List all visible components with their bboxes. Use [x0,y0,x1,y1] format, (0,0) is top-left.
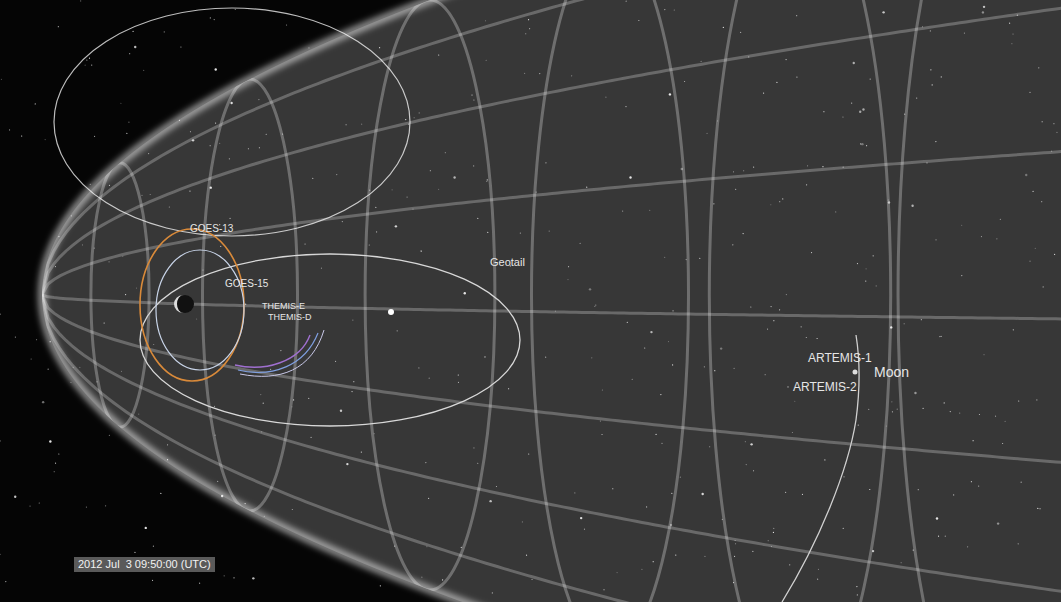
magnetopause-grid [42,0,1061,602]
grid-line [42,295,1061,319]
moon-label: Moon [874,365,909,379]
marker-dot [388,309,394,315]
star [94,136,95,137]
spacecraft-label: ARTEMIS-2 [793,381,857,393]
spacecraft-label: ARTEMIS-1 [808,352,872,364]
timestamp: 2012 Jul 3 09:50:00 (UTC) [74,557,215,572]
star [128,122,129,123]
grid-line [42,149,1061,295]
star [120,103,121,104]
star [0,440,1,441]
star [215,68,217,70]
star [85,65,86,66]
star [58,453,59,454]
star [252,577,254,579]
star [36,339,37,340]
grid-line [42,3,1061,295]
spacecraft-label: THEMIS-D [268,313,312,322]
grid-line [42,295,1061,597]
star [90,184,91,185]
star [86,506,87,507]
star [145,527,147,529]
star [15,336,16,337]
star [39,502,40,503]
star [89,58,90,59]
star [160,493,161,494]
star [35,103,36,104]
goes-15-orbit [156,250,244,370]
grid-line [898,0,1061,602]
star [31,358,32,359]
spacecraft-label: Geotail [490,257,525,268]
star [180,46,181,47]
star [48,369,49,370]
moon-dot [853,370,858,375]
star [105,505,106,506]
goes-13-orbit [140,229,244,381]
grid-line [42,295,1061,602]
star [0,554,1,555]
star [153,546,154,547]
star [129,53,130,54]
star [58,26,59,27]
star [21,135,22,136]
star [126,133,127,134]
star [55,463,56,464]
star [9,129,10,130]
star [235,9,236,10]
themis-orbit [238,333,318,372]
star [210,17,211,18]
star [0,314,1,315]
star [132,31,133,32]
spacecraft-label: THEMIS-E [262,302,305,311]
spacecraft-label: GOES-13 [190,224,233,234]
star [80,0,81,1]
star [54,471,55,472]
spacecraft-label: GOES-15 [225,279,268,289]
star [286,24,287,25]
star [224,575,225,576]
star [199,583,200,584]
star [49,440,51,442]
grid-line [365,0,495,590]
star [164,31,165,32]
star [91,64,92,65]
themis-orbit [240,330,324,376]
star [5,581,6,582]
star [233,577,234,578]
star [109,435,110,436]
earth-crescent [174,295,183,313]
star [1,79,2,80]
moon-orbit [782,335,859,602]
star [152,580,153,581]
star [134,552,135,553]
star [143,70,144,71]
geotail-orbit [140,254,520,426]
star [134,46,136,48]
star [380,585,381,586]
star [214,19,215,20]
star [86,59,87,60]
star [14,495,16,497]
themis-orbit [235,335,310,367]
star [45,139,46,140]
grid-line [202,79,297,511]
star [29,505,30,506]
star [42,401,44,403]
grid-line [709,0,890,602]
